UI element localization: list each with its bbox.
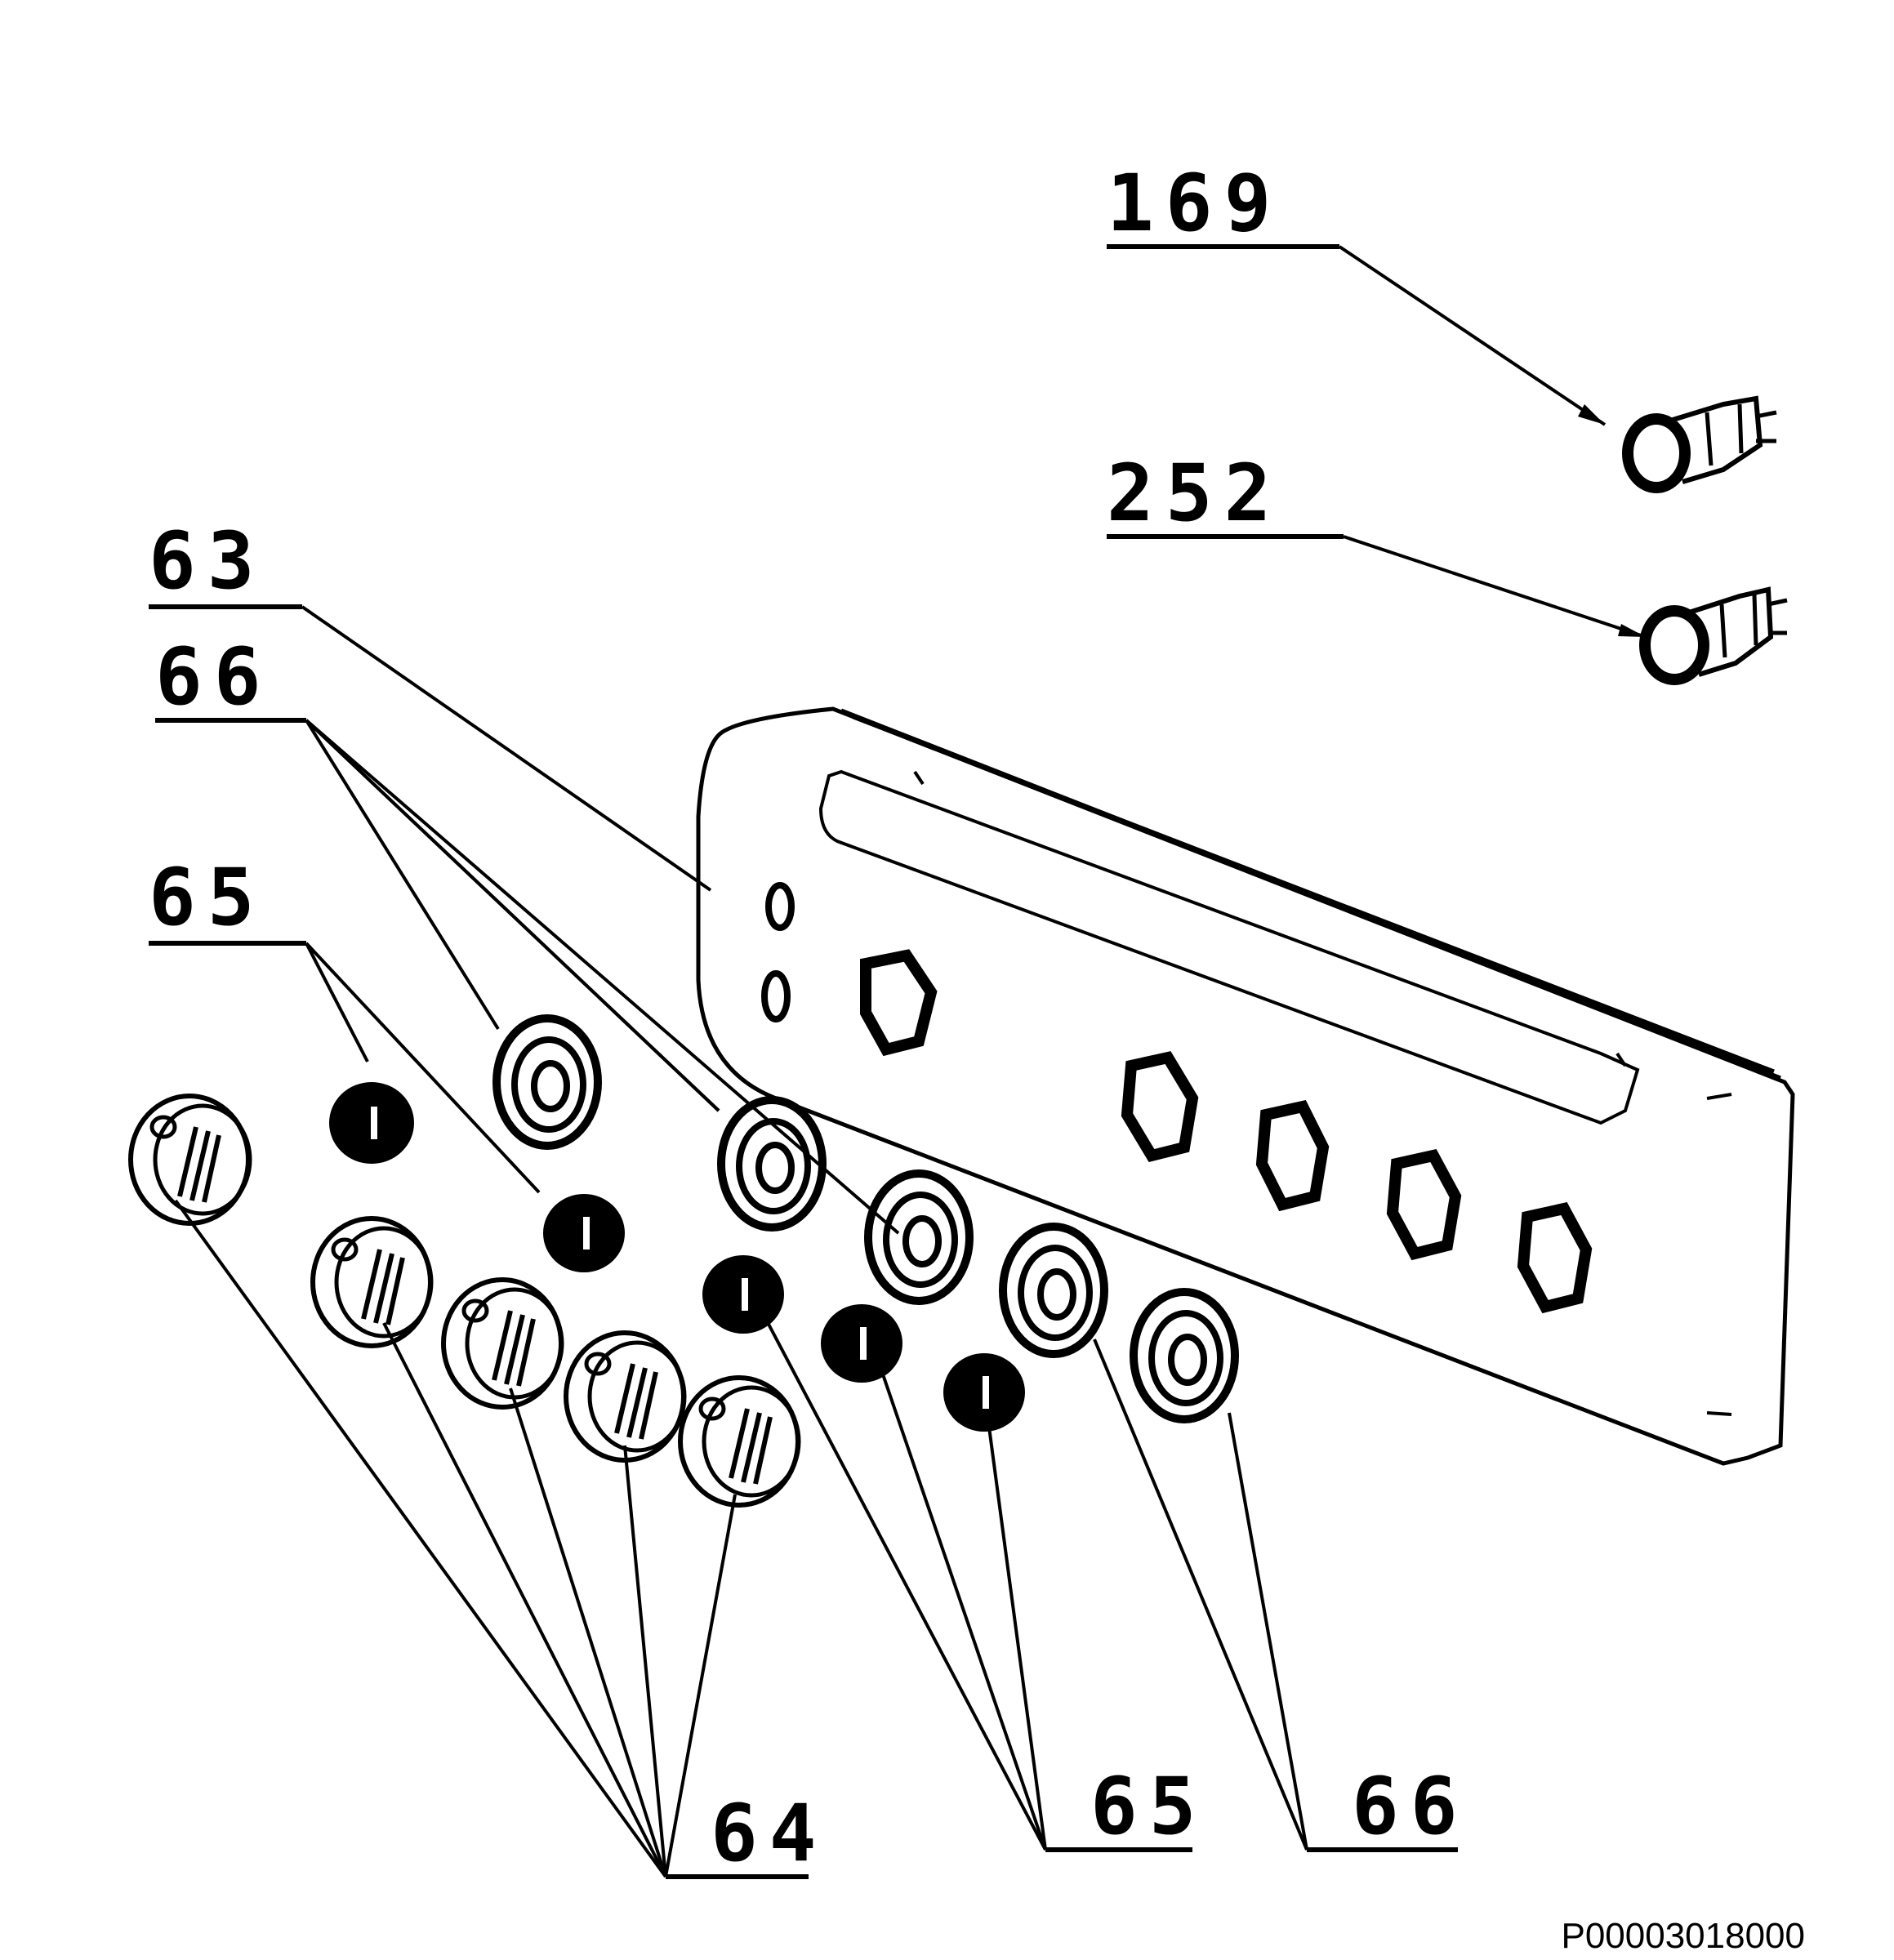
callout-66-bottom: 66	[1093, 1339, 1469, 1852]
lamp-holder-252	[1639, 586, 1788, 685]
bezel-ring-5	[1130, 1288, 1239, 1423]
bezel-ring-2	[717, 1096, 827, 1232]
callout-169: 169	[1107, 158, 1607, 426]
drawing-code: P00003018000	[1561, 1916, 1805, 1956]
bezel-ring-3	[864, 1169, 974, 1305]
control-knob-1	[128, 1094, 252, 1226]
callout-label: 64	[711, 1788, 828, 1879]
control-knob-5	[678, 1375, 801, 1508]
control-knob-3	[441, 1277, 564, 1410]
knob-spring-3	[702, 1255, 784, 1334]
control-panel	[696, 706, 1795, 1466]
callout-label: 63	[149, 515, 266, 607]
knob-spring-2	[543, 1194, 625, 1272]
callout-63: 63	[149, 515, 712, 892]
callout-label: 66	[155, 631, 273, 723]
bezel-ring-4	[999, 1223, 1108, 1358]
callout-64: 64	[174, 1199, 828, 1879]
callout-252: 252	[1107, 448, 1647, 639]
bezel-ring-1	[492, 1014, 602, 1150]
lamp-holder-169	[1622, 395, 1777, 493]
control-knob-4	[564, 1330, 687, 1463]
knob-spring-4	[821, 1304, 902, 1383]
knob-spring-5	[943, 1353, 1025, 1432]
callout-label: 252	[1107, 448, 1282, 539]
callout-label: 65	[1090, 1761, 1208, 1852]
callout-label: 66	[1352, 1761, 1469, 1852]
callout-65-top: 65	[149, 852, 541, 1194]
control-knob-2	[310, 1216, 434, 1348]
knob-spring-1	[329, 1082, 414, 1164]
callout-label: 65	[149, 852, 266, 943]
callout-66-top: 66	[155, 631, 900, 1235]
callout-65-bottom: 65	[762, 1314, 1208, 1852]
callout-label: 169	[1107, 158, 1282, 249]
